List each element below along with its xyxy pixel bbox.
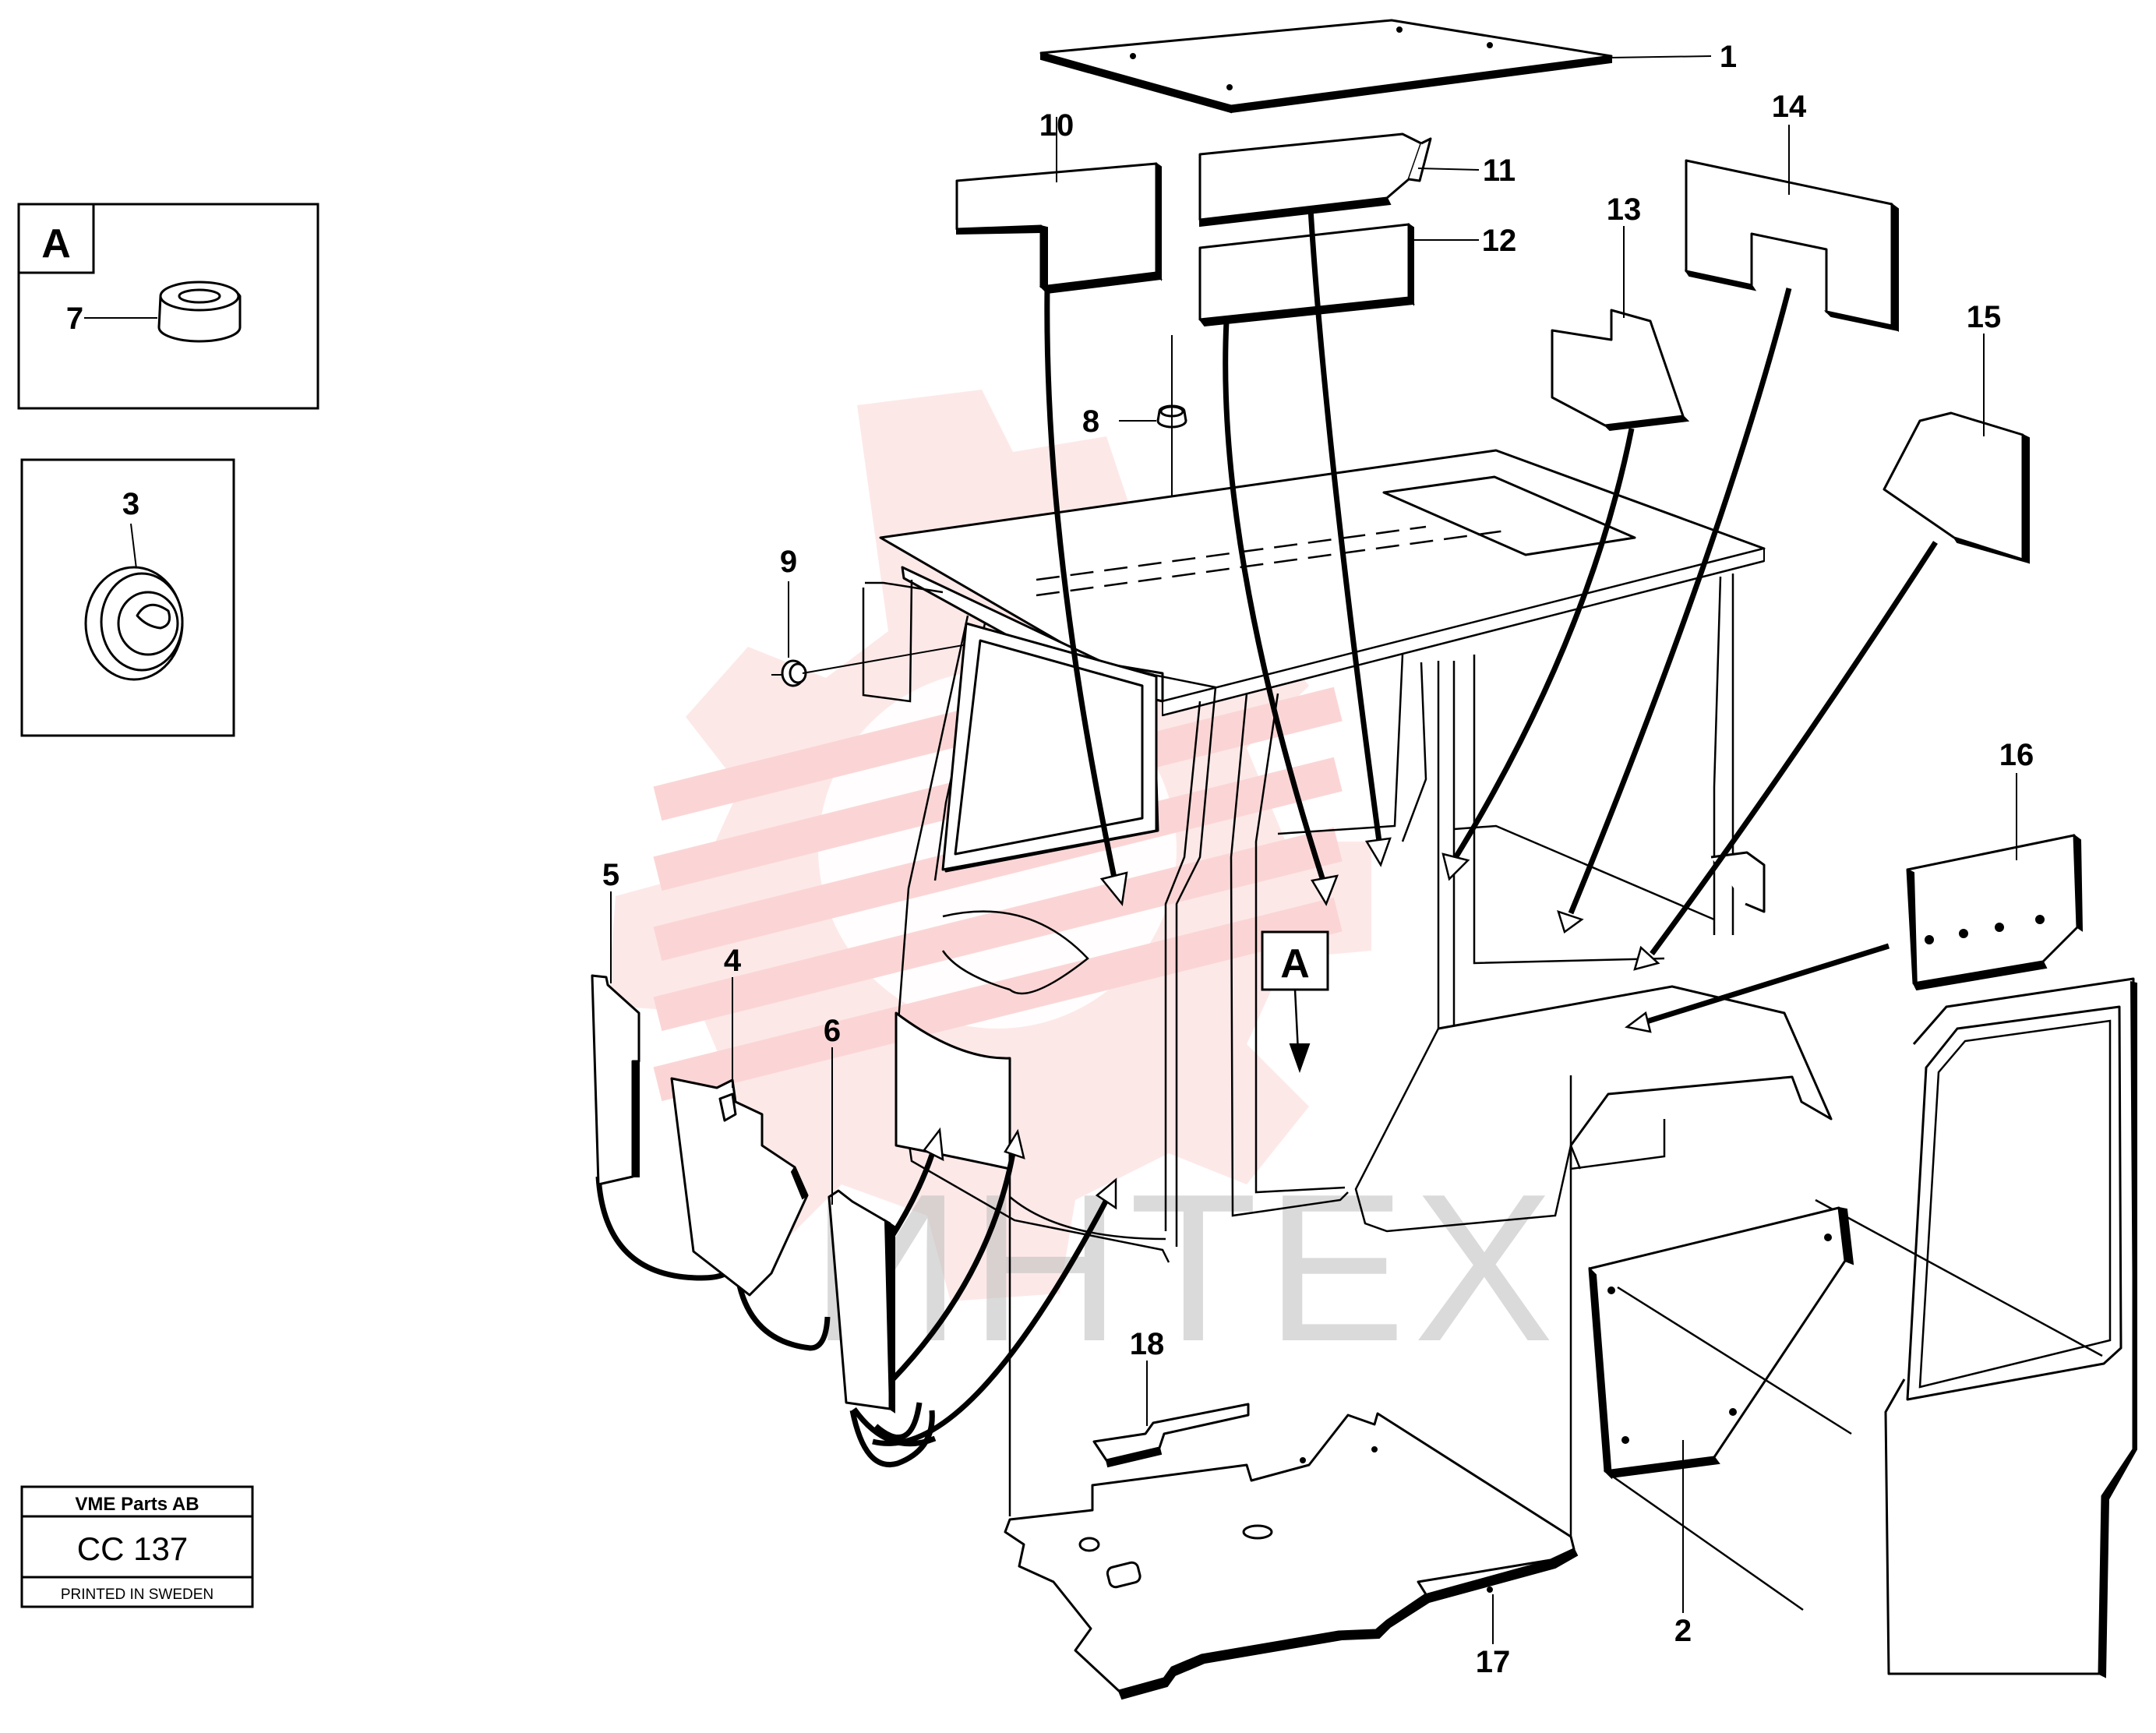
panel-part-6 xyxy=(827,1189,895,1414)
grommet-part-9 xyxy=(781,659,807,687)
floor-mat-part-17 xyxy=(1004,1412,1579,1700)
callout-12: 12 xyxy=(1482,224,1517,258)
callout-6: 6 xyxy=(824,1014,841,1048)
cab-body xyxy=(862,449,1833,1540)
door-frame xyxy=(1815,977,2137,1678)
callout-2: 2 xyxy=(1674,1614,1692,1648)
panel-part-4 xyxy=(670,1077,809,1297)
callout-5: 5 xyxy=(602,858,619,892)
detail-box-a: A 7 xyxy=(17,203,319,410)
callout-9: 9 xyxy=(780,545,797,579)
callout-3: 3 xyxy=(122,487,139,521)
callout-13: 13 xyxy=(1607,192,1642,227)
strip-part-11 xyxy=(1198,132,1432,228)
strip-part-18 xyxy=(1092,1403,1250,1468)
assembly-arrows xyxy=(595,208,1938,1467)
detail-ref-a-callout: A xyxy=(1261,930,1329,1074)
callout-4: 4 xyxy=(724,944,742,978)
callout-7: 7 xyxy=(66,302,83,336)
callout-10: 10 xyxy=(1039,108,1074,143)
watermark-text: ИНТЕХ xyxy=(810,1151,1561,1385)
callout-14: 14 xyxy=(1772,90,1807,124)
callout-8: 8 xyxy=(1082,404,1099,439)
grommet-part-7 xyxy=(157,281,242,343)
detail-ref-a-label: A xyxy=(1280,941,1310,987)
detail-box-a-label: A xyxy=(41,221,71,266)
title-block-code: CC 137 xyxy=(77,1530,188,1567)
panel-part-12 xyxy=(1198,223,1415,327)
callout-18: 18 xyxy=(1130,1327,1165,1361)
title-block-printed: PRINTED IN SWEDEN xyxy=(61,1587,213,1603)
panel-part-10 xyxy=(955,162,1163,295)
plug-part-3 xyxy=(84,566,184,681)
callout-1: 1 xyxy=(1720,40,1737,74)
callout-11: 11 xyxy=(1483,154,1516,188)
panel-part-5 xyxy=(591,974,640,1186)
callout-15: 15 xyxy=(1967,300,2002,334)
title-block: VME Parts AB CC 137 PRINTED IN SWEDEN xyxy=(20,1485,254,1608)
panel-part-15 xyxy=(1883,411,2030,564)
callout-16: 16 xyxy=(1999,738,2034,772)
panel-part-2 xyxy=(1588,1206,1854,1611)
callout-17: 17 xyxy=(1476,1645,1511,1679)
panel-part-16 xyxy=(1906,833,2084,991)
panel-part-13 xyxy=(1551,309,1690,432)
title-block-company: VME Parts AB xyxy=(75,1494,199,1515)
panel-part-14 xyxy=(1684,159,1899,332)
roof-panel-part-1 xyxy=(1039,19,1613,114)
detail-box-3: 3 xyxy=(20,458,235,737)
